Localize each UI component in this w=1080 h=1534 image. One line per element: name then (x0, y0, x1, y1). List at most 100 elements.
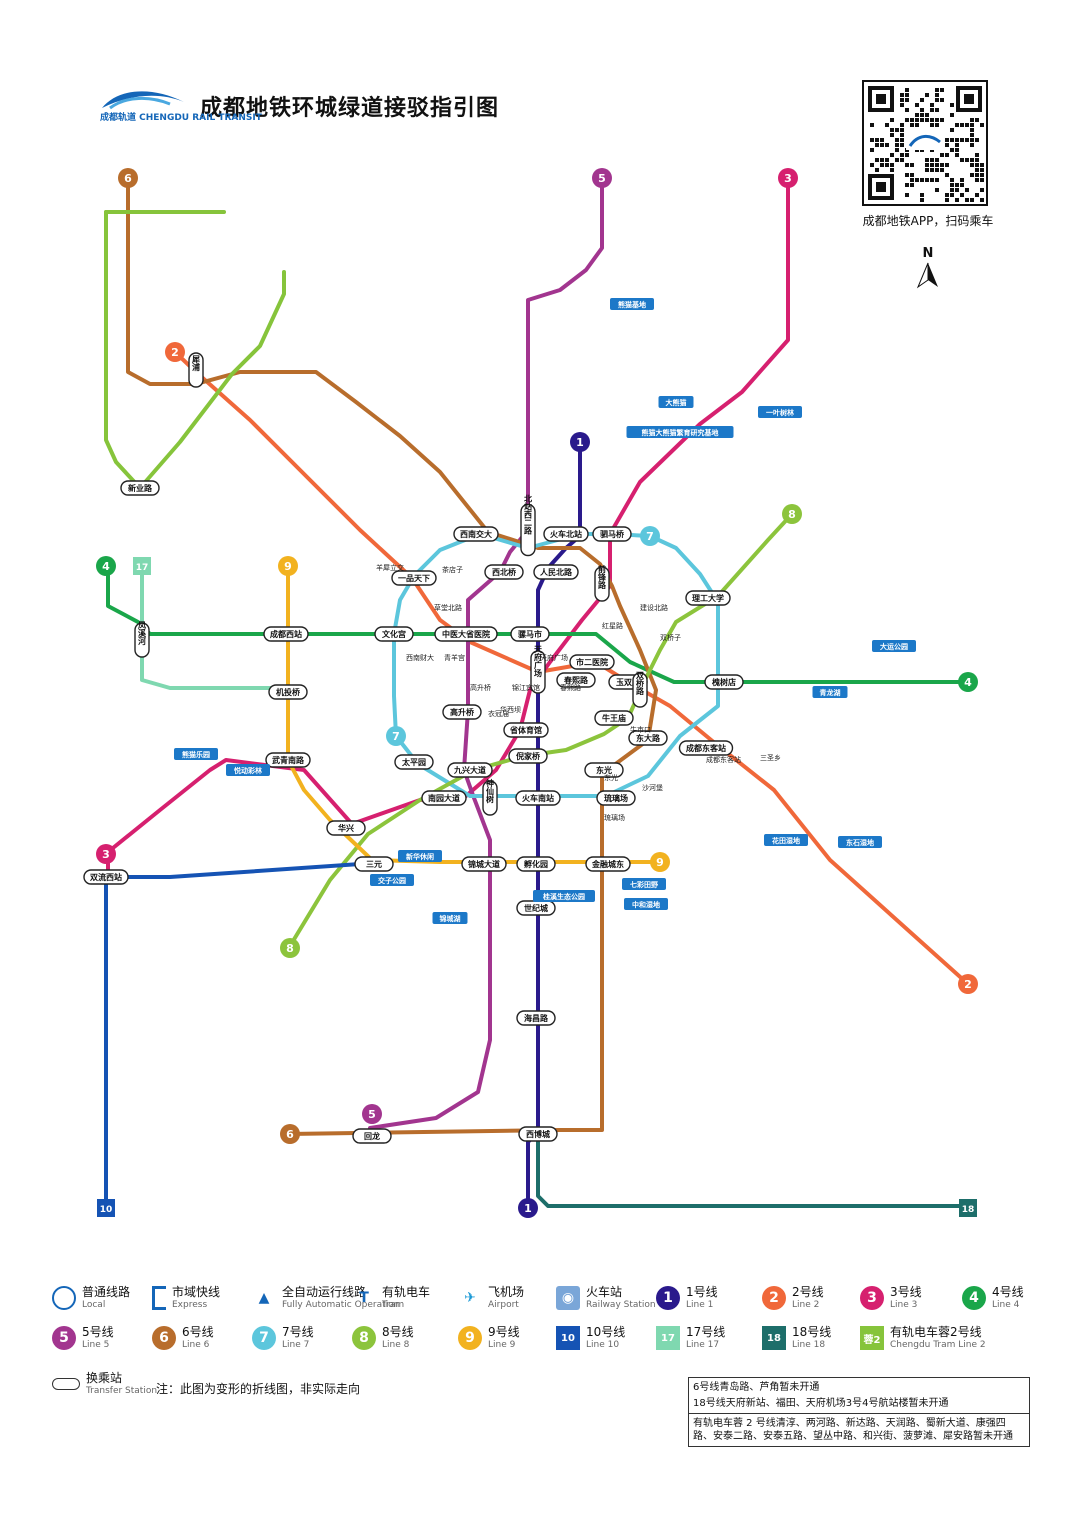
transfer-station[interactable]: 双桥路 (632, 671, 648, 708)
green-space-tag[interactable]: 交子公园 (370, 874, 414, 886)
transfer-station[interactable]: 犀浦 (188, 352, 204, 388)
green-space-label: 一叶树林 (766, 408, 795, 417)
transfer-station-label: 双流西站 (90, 872, 122, 882)
line-badge-line8[interactable]: 8 (280, 938, 300, 958)
transfer-station[interactable]: 春熙路 (556, 672, 596, 688)
transfer-station[interactable]: 孵化园 (516, 856, 556, 872)
green-space-tag[interactable]: 大熊猫 (658, 396, 694, 408)
transfer-station[interactable]: 南园大道 (421, 790, 467, 806)
transfer-station[interactable]: 金融城东 (585, 856, 631, 872)
transfer-station[interactable]: 新业路 (120, 480, 160, 496)
line-badge-line6[interactable]: 6 (118, 168, 138, 188)
transfer-station-label: 成都西站 (270, 629, 302, 639)
green-space-tag[interactable]: 熊猫基地 (610, 298, 654, 310)
line-badge-line1[interactable]: 1 (518, 1198, 538, 1218)
transfer-station-label: 文化宫 (382, 629, 406, 639)
transfer-station[interactable]: 成都西站 (263, 626, 309, 642)
transfer-station[interactable]: 文化宫 (374, 626, 414, 642)
green-space-tag[interactable]: 桂溪生态公园 (533, 890, 595, 902)
line-badge-line5[interactable]: 5 (362, 1104, 382, 1124)
line-badge-line2[interactable]: 2 (958, 974, 978, 994)
line-badge-line8[interactable]: 8 (782, 504, 802, 524)
qr-code[interactable] (862, 80, 988, 206)
transfer-station[interactable]: 九兴大道 (447, 762, 493, 778)
transfer-station[interactable]: 东大路 (628, 730, 668, 746)
line-badge-line10[interactable]: 10 (97, 1199, 115, 1217)
green-space-tag[interactable]: 青龙湖 (812, 686, 848, 698)
transfer-station[interactable]: 回龙 (352, 1128, 392, 1144)
transfer-station[interactable]: 世纪城 (516, 900, 556, 916)
transfer-station-label: 成都东客站 (686, 743, 726, 753)
line-badge-line4[interactable]: 4 (958, 672, 978, 692)
transfer-station[interactable]: 牛王庙 (594, 710, 634, 726)
transfer-station[interactable]: 西北桥 (484, 564, 524, 580)
transfer-station[interactable]: 西博城 (518, 1126, 558, 1142)
green-space-tag[interactable]: 花田湿地 (764, 834, 808, 846)
transfer-station[interactable]: 武青南路 (265, 752, 311, 768)
transfer-station[interactable]: 倪家桥 (508, 748, 548, 764)
transfer-station[interactable]: 市二医院 (569, 654, 615, 670)
svg-text:10: 10 (100, 1205, 113, 1215)
green-space-tag[interactable]: 悦动彩林 (226, 764, 270, 776)
line-badge-line7[interactable]: 7 (640, 526, 660, 546)
transfer-station[interactable]: 琉璃场 (596, 790, 636, 806)
transfer-station[interactable]: 火车北站 (543, 526, 589, 542)
legend-sublabel: Transfer Station (86, 1386, 158, 1396)
svg-text:4: 4 (102, 560, 110, 573)
line-badge-line4[interactable]: 4 (96, 556, 116, 576)
line-badge-line9[interactable]: 9 (650, 852, 670, 872)
transfer-station[interactable]: 锦城大道 (461, 856, 507, 872)
transfer-station[interactable]: 神仙树 (482, 778, 498, 816)
transfer-station[interactable]: 人民北路 (533, 564, 579, 580)
transfer-station-label: 槐树店 (711, 677, 736, 687)
transfer-station[interactable]: 成都东客站 (678, 740, 734, 756)
line-badge-line17[interactable]: 17 (133, 557, 151, 575)
transfer-station[interactable]: 华兴 (326, 820, 366, 836)
transfer-station[interactable]: 凤溪河 (134, 621, 150, 658)
line-badge-line6[interactable]: 6 (280, 1124, 300, 1144)
transfer-station[interactable]: 槐树店 (704, 674, 744, 690)
green-space-tag[interactable]: 锦城湖 (432, 912, 468, 924)
line-badge-line18[interactable]: 18 (959, 1199, 977, 1217)
line-badge-line5[interactable]: 5 (592, 168, 612, 188)
transfer-station-label: 中医大省医院 (442, 629, 490, 639)
transfer-station[interactable]: 中医大省医院 (434, 626, 498, 642)
green-space-tag[interactable]: 一叶树林 (758, 406, 802, 418)
transfer-station[interactable]: 西南交大 (453, 526, 499, 542)
transfer-station[interactable]: 前锋路 (594, 564, 610, 602)
transfer-station[interactable]: 东光 (584, 762, 624, 778)
green-space-tag[interactable]: 中和湿地 (624, 898, 668, 910)
transfer-station[interactable]: 驷马桥 (592, 526, 632, 542)
green-space-tag[interactable]: 新华休闲 (398, 850, 442, 862)
transfer-station[interactable]: 北站西二路 (520, 494, 536, 557)
green-space-tag[interactable]: 东石湿地 (838, 836, 882, 848)
line-badge-line2[interactable]: 2 (165, 342, 185, 362)
line-badge-line9[interactable]: 9 (278, 556, 298, 576)
line-badge-line3[interactable]: 3 (96, 844, 116, 864)
svg-text:17: 17 (136, 563, 149, 573)
green-space-tag[interactable]: 熊猫大熊猫繁育研究基地 (626, 426, 734, 438)
transfer-station[interactable]: 天府广场 (530, 645, 546, 694)
transfer-station[interactable]: 骡马市 (510, 626, 550, 642)
green-space-tag[interactable]: 七彩田野 (622, 878, 666, 890)
line-badge-line7[interactable]: 7 (386, 726, 406, 746)
transfer-station[interactable]: 火车南站 (515, 790, 561, 806)
transfer-station[interactable]: 双流西站 (83, 869, 129, 885)
line-badge-line1[interactable]: 1 (570, 432, 590, 452)
transfer-station[interactable]: 一品天下 (391, 570, 437, 586)
transfer-station[interactable]: 理工大学 (685, 590, 731, 606)
line-badge-line3[interactable]: 3 (778, 168, 798, 188)
transfer-station[interactable]: 太平园 (394, 754, 434, 770)
transfer-station[interactable]: 高升桥 (442, 704, 482, 720)
transfer-station[interactable]: 省体育馆 (503, 722, 549, 738)
green-space-tag[interactable]: 熊猫乐园 (174, 748, 218, 760)
transfer-station[interactable]: 机投桥 (268, 684, 308, 700)
green-space-tag[interactable]: 大运公园 (872, 640, 916, 652)
transfer-station[interactable]: 海昌路 (516, 1010, 556, 1026)
transfer-station[interactable]: 三元 (354, 856, 394, 872)
compass: N (914, 246, 942, 293)
